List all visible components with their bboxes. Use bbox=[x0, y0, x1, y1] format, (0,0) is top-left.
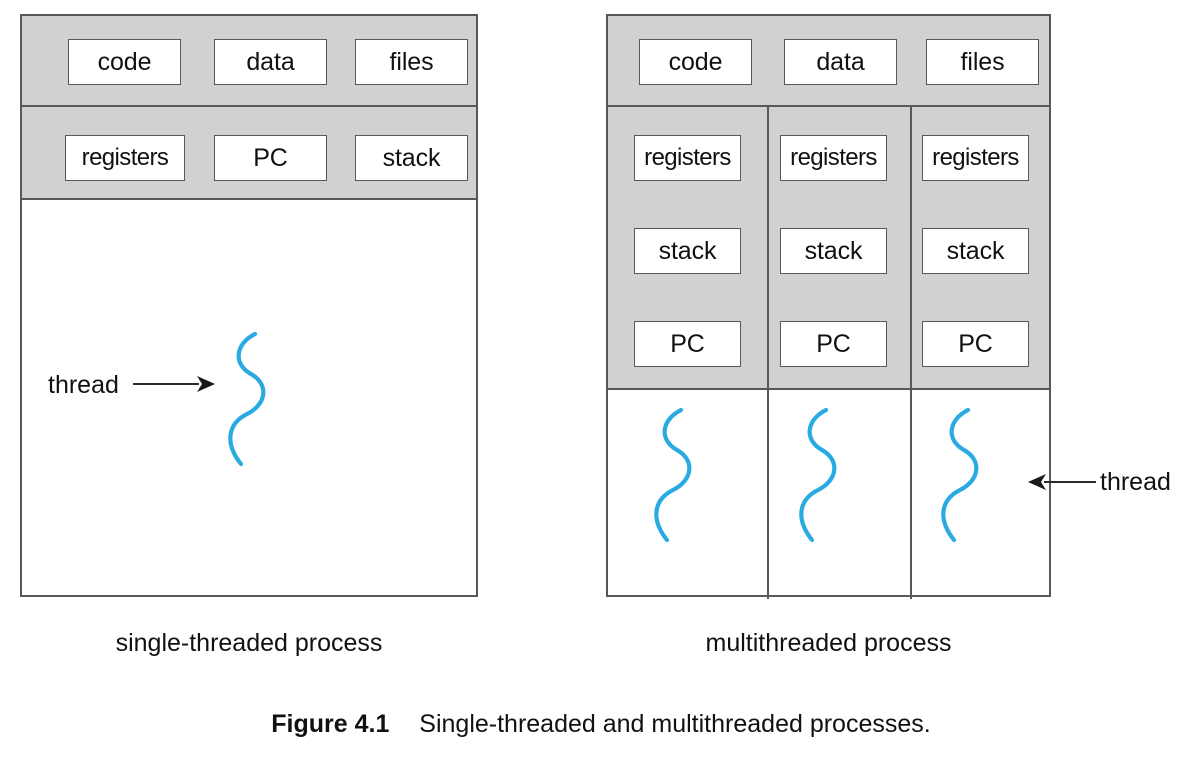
multithreaded-process-box: code data files registers stack PC regis… bbox=[606, 14, 1051, 599]
resource-cell-stack: stack bbox=[355, 135, 468, 181]
resource-cell-code: code bbox=[639, 39, 752, 85]
single-threaded-process-caption: single-threaded process bbox=[115, 629, 383, 657]
resource-cell-data: data bbox=[214, 39, 327, 85]
figure-caption-text: Single-threaded and multithreaded proces… bbox=[419, 710, 931, 738]
resource-cell-registers: registers bbox=[65, 135, 185, 181]
single-threaded-process-box: code data files registers PC stack bbox=[20, 14, 478, 597]
resource-cell-files: files bbox=[926, 39, 1039, 85]
resource-cell-code: code bbox=[68, 39, 181, 85]
resource-cell-stack: stack bbox=[780, 228, 887, 274]
resource-cell-registers: registers bbox=[634, 135, 741, 181]
thread-callout-label-right: thread bbox=[1100, 468, 1171, 496]
resource-cell-pc: PC bbox=[214, 135, 327, 181]
resource-cell-pc: PC bbox=[780, 321, 887, 367]
resource-cell-pc: PC bbox=[922, 321, 1029, 367]
resource-cell-pc: PC bbox=[634, 321, 741, 367]
thread-callout-label-left: thread bbox=[48, 371, 119, 399]
resource-cell-data: data bbox=[784, 39, 897, 85]
resource-cell-files: files bbox=[355, 39, 468, 85]
resource-cell-stack: stack bbox=[922, 228, 1029, 274]
figure-caption: Figure 4.1 Single-threaded and multithre… bbox=[0, 712, 1202, 737]
thread-column-divider bbox=[767, 107, 769, 599]
figure-number: Figure 4.1 bbox=[271, 710, 390, 738]
resource-cell-registers: registers bbox=[780, 135, 887, 181]
resource-cell-stack: stack bbox=[634, 228, 741, 274]
multithreaded-process-caption: multithreaded process bbox=[705, 629, 952, 657]
resource-cell-registers: registers bbox=[922, 135, 1029, 181]
thread-column-divider bbox=[910, 107, 912, 599]
